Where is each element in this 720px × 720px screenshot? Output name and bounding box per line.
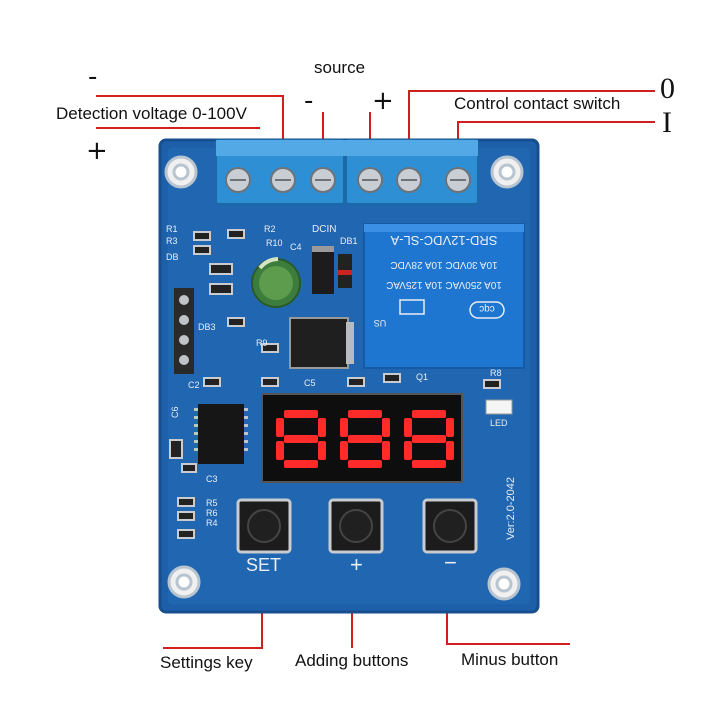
mosfet [289, 317, 349, 369]
display-digit-1-segment-d [284, 460, 318, 468]
button-label-set: SET [246, 555, 281, 575]
silk-c4: C4 [290, 242, 302, 252]
display-digit-2-segment-e [340, 441, 348, 460]
silk-led: LED [490, 418, 508, 428]
set-button-cap [247, 509, 281, 543]
silk-r3: R3 [166, 236, 178, 246]
display-digit-2-segment-f [340, 418, 348, 437]
display-digit-1-segment-b [318, 418, 326, 437]
silk-dcin: DCIN [312, 224, 336, 235]
silk-r10: R10 [266, 238, 283, 248]
silk-r1: R1 [166, 224, 178, 234]
relay-rating-1: 10A 250VAC 10A 125VAC [386, 279, 502, 290]
silk-db3: DB3 [198, 322, 216, 332]
relay-brand: cqc [479, 303, 495, 314]
dcin-diode [312, 246, 334, 294]
silk-db: DB [166, 252, 179, 262]
display-digit-3-segment-f [404, 418, 412, 437]
relay-us: US [374, 318, 387, 328]
display-digit-2-segment-b [382, 418, 390, 437]
display-digit-2-segment-d [348, 460, 382, 468]
led [485, 399, 513, 415]
label-adding-buttons: Adding buttons [295, 651, 409, 670]
label-minus-button: Minus button [461, 650, 559, 669]
silk-r9: R9 [256, 338, 268, 348]
plus-button-cap [339, 509, 373, 543]
label-detection-voltage: Detection voltage 0-100V [56, 104, 247, 123]
display-digit-2-segment-g [348, 435, 382, 443]
symbol-source-minus: - [304, 86, 314, 116]
push-buttons [236, 498, 478, 554]
display-digit-3-segment-c [446, 441, 454, 460]
header-pins [174, 288, 194, 374]
relay-model: SRD-12VDC-SL-A [390, 233, 497, 248]
electrolytic-capacitor [251, 257, 301, 308]
relay: SRD-12VDC-SL-A 10A 250VAC 10A 125VAC 10A… [363, 223, 525, 369]
version-label: Ver:2.0-2042 [505, 477, 517, 540]
silk-c3: C3 [206, 474, 218, 484]
display-digit-3-segment-e [404, 441, 412, 460]
display-digit-3-segment-b [446, 418, 454, 437]
display-digit-3-segment-d [412, 460, 446, 468]
silk-db1: DB1 [340, 236, 358, 246]
silk-c5: C5 [304, 378, 316, 388]
display-digit-1-segment-a [284, 410, 318, 418]
label-source: source [314, 58, 366, 77]
relay-rating-2: 10A 30VDC 10A 28VDC [390, 259, 497, 270]
display-digit-1-segment-c [318, 441, 326, 460]
silk-q1: Q1 [416, 372, 428, 382]
smd-components [169, 229, 501, 539]
display-digit-2-segment-c [382, 441, 390, 460]
symbol-control-zero: 0 [660, 72, 675, 105]
display-digit-2-segment-a [348, 410, 382, 418]
display-digit-1-segment-e [276, 441, 284, 460]
label-settings-key: Settings key [160, 653, 253, 672]
minus-button-cap [433, 509, 467, 543]
terminal-blocks [215, 139, 479, 205]
symbol-control-one: I [662, 106, 672, 139]
main-ic [198, 404, 244, 464]
symbol-source-plus: + [372, 86, 394, 116]
symbol-detection-plus: + [86, 136, 108, 166]
silk-r5: R5 [206, 498, 218, 508]
display-digits [276, 410, 454, 468]
silk-r4: R4 [206, 518, 218, 528]
button-label-minus: − [444, 550, 457, 575]
symbol-detection-minus: - [88, 62, 98, 92]
silk-c2: C2 [188, 380, 200, 390]
label-control-contact: Control contact switch [454, 94, 621, 113]
display-digit-3-segment-g [412, 435, 446, 443]
mounting-holes [164, 155, 524, 601]
silk-c6: C6 [170, 406, 180, 418]
silk-r6: R6 [206, 508, 218, 518]
display-digit-3-segment-a [412, 410, 446, 418]
button-label-plus: + [350, 552, 363, 577]
display-digit-1-segment-g [284, 435, 318, 443]
silk-r8: R8 [490, 368, 502, 378]
silk-r2: R2 [264, 224, 276, 234]
display-digit-1-segment-f [276, 418, 284, 437]
